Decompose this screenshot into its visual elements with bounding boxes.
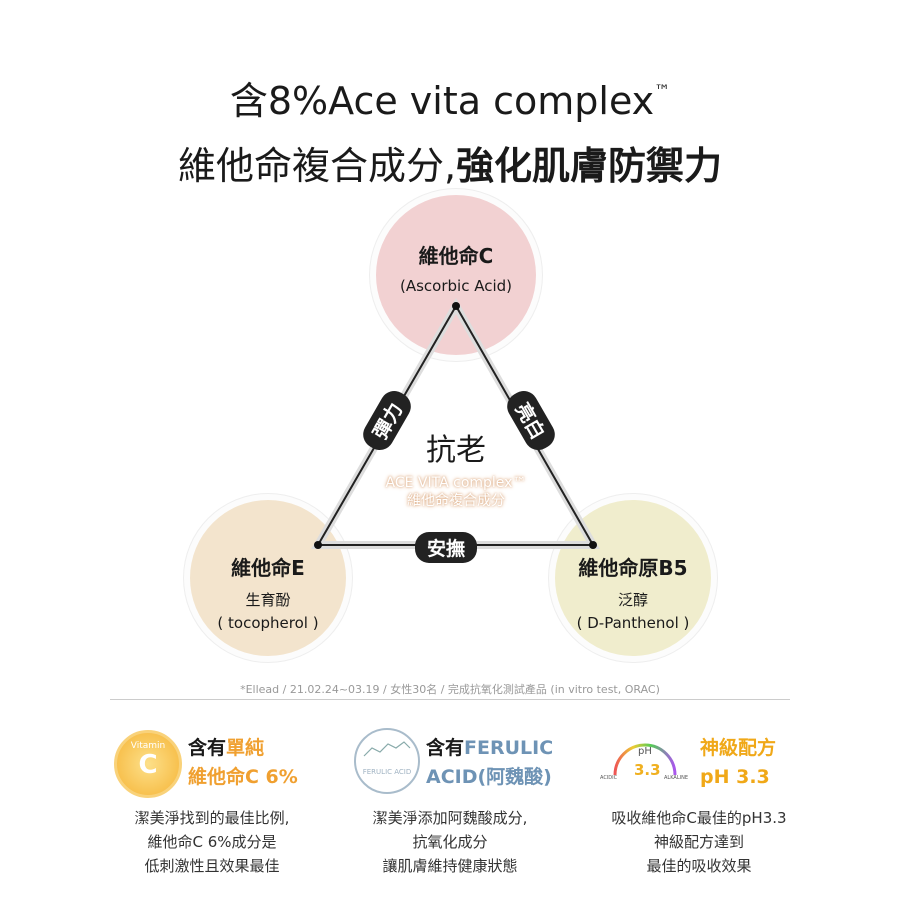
footnote: *Ellead / 21.02.24~03.19 / 女性30名 / 完成抗氧化… <box>240 683 660 696</box>
vitamin-c-icon: Vitamin C <box>114 730 182 798</box>
b5-circle: 維他命原B5 泛醇 ( D-Panthenol ) <box>555 500 711 656</box>
vitamin-e-circle: 維他命E 生育酚 ( tocopherol ) <box>190 500 346 656</box>
vitamin-c-circle: 維他命C (Ascorbic Acid) <box>376 195 536 355</box>
ferulic-acid-icon: FERULIC ACID <box>354 728 420 794</box>
ph-gauge-icon: pH 3.3 ACIDIC ALKALINE <box>600 743 688 781</box>
feature-1-heading: 含有單純維他命C 6% <box>188 737 298 788</box>
center-label: 抗老 <box>426 433 486 468</box>
divider <box>110 699 790 700</box>
title-line-2: 維他命複合成分,強化肌膚防禦力 <box>177 144 723 188</box>
edge-label-soothing: 安撫 <box>415 532 478 563</box>
title-line-1: 含8%Ace vita complex™ <box>229 79 671 123</box>
feature-2-desc: 潔美淨添加阿魏酸成分,抗氧化成分讓肌膚維持健康狀態 <box>372 809 528 875</box>
feature-1-desc: 潔美淨找到的最佳比例,維他命C 6%成分是低刺激性且效果最佳 <box>134 809 290 875</box>
